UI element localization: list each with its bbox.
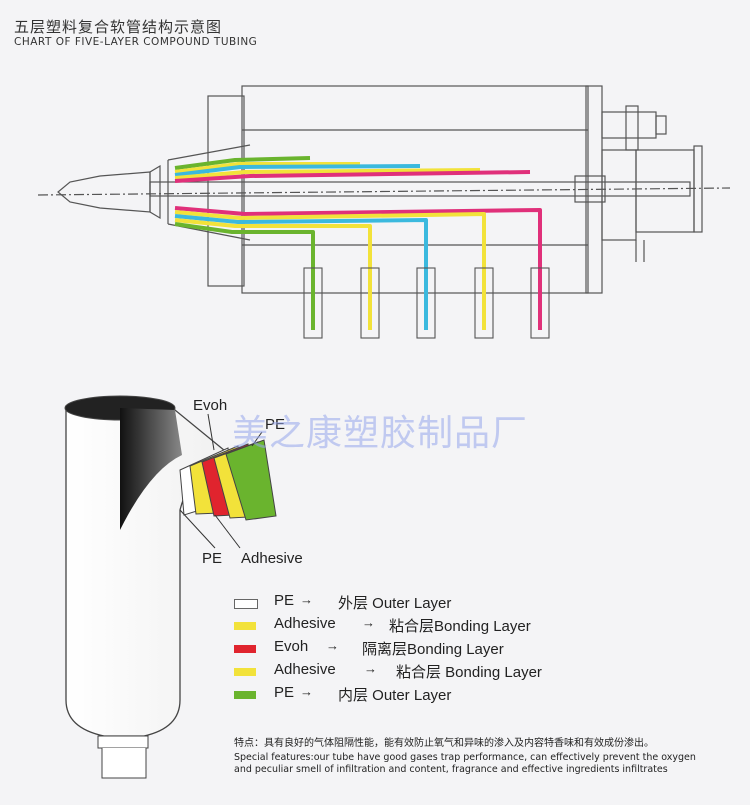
legend-desc: 隔离层Bonding Layer xyxy=(362,641,504,658)
arrow-icon: → xyxy=(326,638,339,653)
legend-row: PE → 内层 Outer Layer xyxy=(234,684,654,707)
note-en-line2: and peculiar smell of infiltration and c… xyxy=(234,764,668,775)
legend-desc: 内层 Outer Layer xyxy=(338,687,452,704)
legend-row: Adhesive → 粘合层Bonding Layer xyxy=(234,615,654,638)
legend-name: Evoh xyxy=(274,638,309,655)
legend-swatch xyxy=(234,668,256,676)
extrusion-die-diagram xyxy=(37,85,731,339)
legend-name: Adhesive xyxy=(274,661,336,678)
legend-swatch xyxy=(234,645,256,653)
legend-row: Evoh → 隔离层Bonding Layer xyxy=(234,638,654,661)
legend-swatch xyxy=(234,599,258,609)
watermark: 美之康塑胶制品厂 xyxy=(232,413,529,454)
label-pe-bottom: PE xyxy=(202,550,223,567)
arrow-icon: → xyxy=(362,615,375,630)
arrow-icon: → xyxy=(300,684,313,699)
legend-name: PE xyxy=(274,592,295,609)
legend-desc: 粘合层Bonding Layer xyxy=(389,618,531,635)
legend-swatch xyxy=(234,622,256,630)
legend-row: PE → 外层 Outer Layer xyxy=(234,592,654,615)
legend: PE → 外层 Outer Layer Adhesive → 粘合层Bondin… xyxy=(234,592,654,707)
legend-desc: 粘合层 Bonding Layer xyxy=(396,664,542,681)
title-chinese: 五层塑料复合软管结构示意图 xyxy=(14,18,223,36)
note-cn: 特点：具有良好的气体阻隔性能，能有效防止氧气和异味的渗入及内容特香味和有效成份渗… xyxy=(234,738,654,749)
legend-swatch xyxy=(234,691,256,699)
arrow-icon: → xyxy=(300,592,313,607)
label-adhesive: Adhesive xyxy=(241,550,303,567)
legend-desc: 外层 Outer Layer xyxy=(338,595,452,612)
label-evoh: Evoh xyxy=(193,397,228,414)
legend-row: Adhesive → 粘合层 Bonding Layer xyxy=(234,661,654,684)
legend-name: Adhesive xyxy=(274,615,336,632)
title-english: CHART OF FIVE-LAYER COMPOUND TUBING xyxy=(14,36,258,48)
arrow-icon: → xyxy=(364,661,377,676)
note-en-line1: Special features:our tube have good gase… xyxy=(234,752,696,763)
special-features-note: 特点：具有良好的气体阻隔性能，能有效防止氧气和异味的渗入及内容特香味和有效成份渗… xyxy=(234,738,744,776)
legend-name: PE xyxy=(274,684,295,701)
label-pe-top: PE xyxy=(265,416,286,433)
